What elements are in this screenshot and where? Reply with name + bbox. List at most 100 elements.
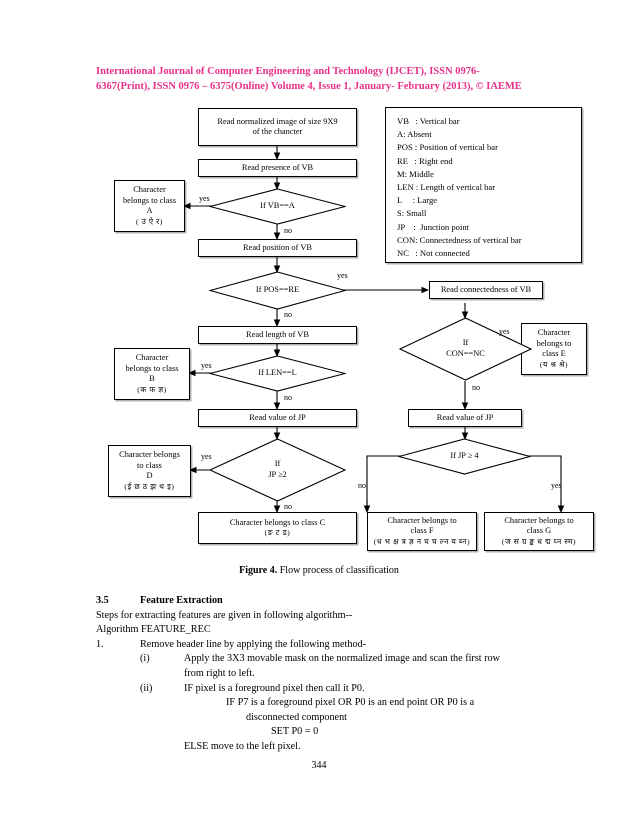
node-read-value-jp-right: Read value of JP [408, 409, 522, 427]
decision-label: If [462, 338, 469, 348]
node-line: D [146, 471, 153, 480]
body-text: 3.5 Feature Extraction Steps for extracti… [96, 594, 546, 755]
node-line: Character belongs to class C [229, 517, 326, 527]
node-line: belongs to class [125, 363, 179, 373]
node-devanagari: (ङ ट ड) [264, 528, 291, 537]
step-1i: (i) Apply the 3X3 movable mask on the nor… [96, 652, 546, 667]
legend-item: VB : Vertical bar [397, 116, 460, 126]
node-line: Character belongs [119, 450, 180, 459]
node-read-presence-vb: Read presence of VB [198, 159, 357, 177]
step-1ii-line-1: IF pixel is a foreground pixel then call… [184, 682, 365, 694]
node-class-e: Character belongs to class E (य श्र श्रे… [521, 323, 587, 375]
node-line: Read value of JP [436, 412, 494, 422]
step-1i-line-2: from right to left. [184, 667, 255, 679]
edge-label-vb-a-no: no [284, 226, 292, 235]
node-line: to class [137, 460, 162, 470]
step-1ii-line-5: ELSE move to the left pixel. [184, 740, 301, 752]
step-1ii-line-4: SET P0 = 0 [271, 726, 319, 738]
decision-con-equals-nc: If CON==NC [399, 317, 532, 381]
node-line: Read normalized image of size 9X9 [217, 116, 338, 126]
legend-box: VB : Vertical bar A: Absent POS : Positi… [385, 107, 582, 263]
decision-label: If POS==RE [255, 285, 300, 295]
node-read-connectedness-vb: Read connectedness of VB [429, 281, 543, 299]
node-line: of the chancter [252, 127, 303, 136]
node-line: Character belongs to [387, 515, 457, 525]
node-devanagari: (ध भ क्ष त्र ज्ञ न घ च ल्न य ब्न) [373, 536, 471, 546]
step-1i-line-1: Apply the 3X3 movable mask on the normal… [184, 653, 501, 665]
step-1-text: Remove header line by applying the follo… [140, 638, 367, 650]
node-line: Character [135, 353, 169, 362]
node-line: Read connectedness of VB [440, 284, 532, 294]
node-read-normalized-image: Read normalized image of size 9X9 of the… [198, 108, 357, 146]
node-class-d: Character belongs to class D (ई छ ठ झ थ … [108, 445, 191, 497]
node-line: Character [537, 328, 571, 337]
legend-item: A: Absent [397, 129, 432, 140]
node-class-g: Character belongs to class G (ज स ग्र ङ्… [484, 512, 594, 551]
edge-label-pos-re-yes: yes [337, 271, 348, 280]
header-line-1: International Journal of Computer Engine… [96, 66, 480, 77]
node-line: Character [133, 185, 166, 194]
flowchart-figure: Read normalized image of size 9X9 of the… [0, 100, 638, 555]
node-devanagari: (य श्र श्रे) [539, 359, 569, 369]
edge-label-jp4-no: no [358, 481, 366, 490]
decision-label: If LEN==L [258, 368, 297, 378]
node-line: belongs to [536, 338, 572, 348]
step-1-number: 1. [96, 638, 104, 650]
section-heading: 3.5 Feature Extraction [96, 594, 546, 609]
node-line: A [146, 206, 153, 215]
decision-jp-ge-2: If JP ≥2 [209, 438, 346, 502]
node-read-position-vb: Read position of VB [198, 239, 357, 257]
node-line: Read presence of VB [241, 162, 314, 172]
step-1: 1. Remove header line by applying the fol… [96, 638, 546, 653]
legend-item: JP : Junction point [397, 221, 470, 232]
figure-caption: Figure 4. Flow process of classification [0, 565, 638, 576]
edge-label-con-nc-no: no [472, 383, 480, 392]
edge-label-len-l-no: no [284, 393, 292, 402]
decision-jp-ge-4: If JP ≥ 4 [398, 438, 531, 475]
step-1ii-line-3: disconnected component [246, 711, 347, 723]
node-line: class F [410, 526, 434, 536]
legend-item: POS : Position of vertical bar [397, 142, 498, 153]
legend-item: S: Small [397, 208, 427, 219]
step-1ii: (ii) IF pixel is a foreground pixel then … [96, 682, 546, 697]
node-line: B [149, 374, 155, 383]
edge-label-vb-a-yes: yes [199, 194, 210, 203]
intro-line: Steps for extracting features are given … [96, 609, 353, 621]
figure-caption-label: Figure 4. [239, 565, 278, 576]
step-1ii-line-2: IF P7 is a foreground pixel OR P0 is an … [226, 697, 475, 709]
edge-label-pos-re-no: no [284, 310, 292, 319]
step-1i-number: (i) [140, 653, 150, 665]
node-line: Read position of VB [243, 242, 312, 252]
decision-vb-equals-a: If VB==A [209, 188, 346, 225]
node-line: Read value of JP [249, 412, 306, 422]
node-line: class G [526, 526, 552, 536]
node-class-b: Character belongs to class B (क फ ज्ञ) [114, 348, 190, 400]
decision-label: CON==NC [446, 349, 485, 358]
section-number: 3.5 [96, 595, 109, 606]
node-read-length-vb: Read length of VB [198, 326, 357, 344]
legend-item: CON: Connectedness of vertical bar [397, 234, 522, 245]
decision-pos-equals-re: If POS==RE [209, 271, 346, 310]
decision-label: JP ≥2 [268, 470, 287, 479]
legend-item: RE : Right end [397, 155, 453, 166]
node-class-a: Character belongs to class A ( उ ऐ र) [114, 180, 185, 232]
decision-label: If JP ≥ 4 [450, 451, 479, 461]
node-line: class E [542, 349, 566, 358]
legend-item: L : Large [397, 195, 438, 206]
figure-caption-text: Flow process of classification [277, 565, 399, 576]
node-read-value-jp-left: Read value of JP [198, 409, 357, 427]
legend-item: NC : Not connected [397, 248, 470, 259]
edge-label-con-nc-yes: yes [499, 327, 510, 336]
node-class-f: Character belongs to class F (ध भ क्ष त्… [367, 512, 477, 551]
legend-item: LEN : Length of vertical bar [397, 182, 496, 193]
step-1ii-number: (ii) [140, 682, 153, 694]
edge-label-jp4-yes: yes [551, 481, 562, 490]
node-line: Read length of VB [246, 329, 309, 339]
journal-header: International Journal of Computer Engine… [96, 64, 542, 94]
node-devanagari: (ज स ग्र ङ्क ध द्म घ्न स्म) [501, 536, 577, 546]
node-devanagari: ( उ ऐ र) [135, 216, 164, 226]
edge-label-jp2-yes: yes [201, 452, 212, 461]
edge-label-len-l-yes: yes [201, 361, 212, 370]
section-title: Feature Extraction [140, 595, 223, 606]
